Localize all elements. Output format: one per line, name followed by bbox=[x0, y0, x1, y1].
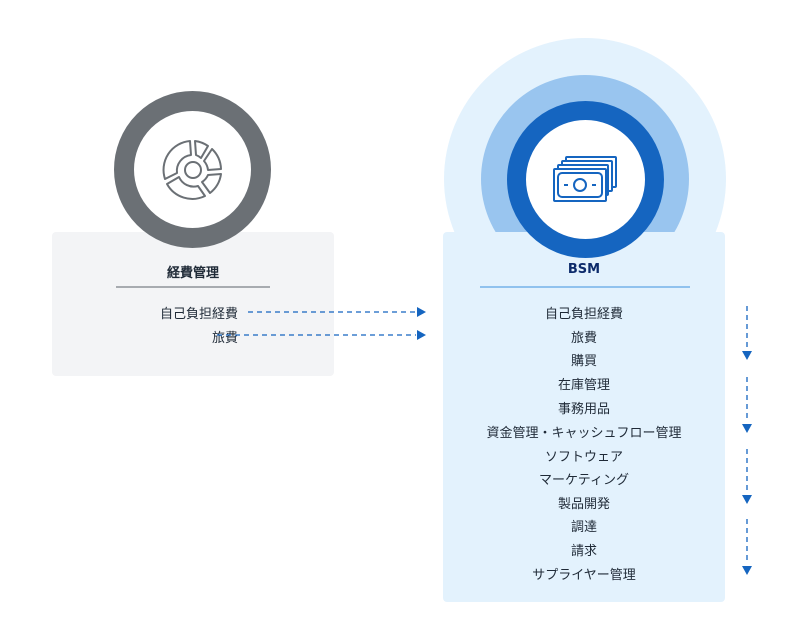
arrow-right-icon bbox=[417, 307, 426, 317]
expense-item: 自己負担経費 bbox=[159, 307, 238, 322]
arrow-down-icon bbox=[742, 351, 752, 360]
bsm-item: ソフトウェア bbox=[544, 450, 623, 465]
pie-chart-icon bbox=[162, 139, 222, 200]
bsm-item: 製品開発 bbox=[557, 497, 610, 512]
bsm-item: 資金管理・キャッシュフロー管理 bbox=[486, 426, 682, 441]
arrow-down-icon bbox=[742, 424, 752, 433]
bsm-title: BSM bbox=[567, 262, 601, 277]
bsm-item: 購買 bbox=[570, 354, 597, 369]
bsm-divider bbox=[480, 286, 690, 288]
bsm-item: 在庫管理 bbox=[557, 378, 610, 393]
expense-management-ring bbox=[114, 91, 271, 248]
bsm-item: 調達 bbox=[570, 520, 597, 535]
expense-management-title: 経費管理 bbox=[166, 266, 219, 281]
expense-management-divider bbox=[116, 286, 270, 288]
money-stack-icon bbox=[552, 155, 617, 202]
bsm-item: サプライヤー管理 bbox=[532, 568, 636, 583]
bsm-card bbox=[443, 232, 725, 602]
expense-management-card bbox=[52, 232, 334, 376]
bsm-item: 請求 bbox=[570, 544, 597, 559]
bsm-item: 事務用品 bbox=[557, 402, 610, 417]
arrow-right-icon bbox=[417, 330, 426, 340]
arrow-down-icon bbox=[742, 495, 752, 504]
bsm-item: 旅費 bbox=[570, 331, 597, 346]
bsm-item: 自己負担経費 bbox=[544, 307, 623, 322]
arrow-down-icon bbox=[742, 566, 752, 575]
bsm-item: マーケティング bbox=[539, 473, 629, 488]
